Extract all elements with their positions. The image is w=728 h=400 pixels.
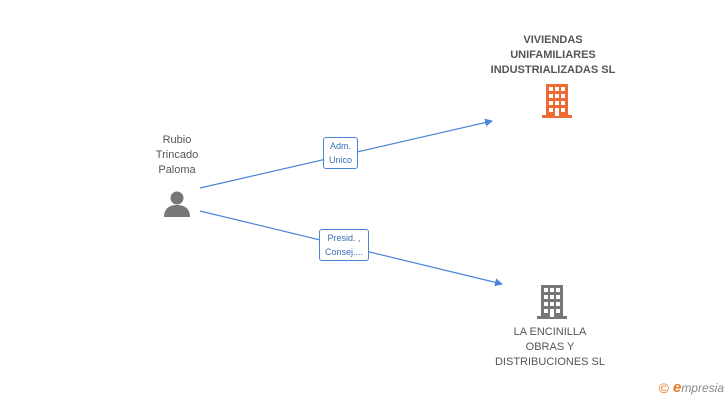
company-name-line: INDUSTRIALIZADAS SL xyxy=(490,64,616,76)
person-name-line: Rubio xyxy=(162,134,192,146)
person-name-line: Trincado xyxy=(155,149,199,161)
relation-label-presid-consej[interactable]: Presid. , Consej.... xyxy=(319,229,370,261)
person-name-line: Paloma xyxy=(158,164,196,176)
company-name-la-encinilla[interactable]: LA ENCINILLA OBRAS Y DISTRIBUCIONES SL xyxy=(495,325,605,370)
brand-name: mpresia xyxy=(681,380,724,395)
company-name-viviendas[interactable]: VIVIENDAS UNIFAMILIARES INDUSTRIALIZADAS… xyxy=(491,33,616,78)
company-name-line: VIVIENDAS xyxy=(523,34,583,46)
company-name-line: UNIFAMILIARES xyxy=(510,49,596,61)
relation-label-adm-unico[interactable]: Adm. Unico xyxy=(323,137,359,169)
copyright-icon: © xyxy=(658,379,669,396)
person-name[interactable]: Rubio Trincado Paloma xyxy=(156,133,198,178)
person-icon[interactable] xyxy=(163,189,191,217)
brand-initial: e xyxy=(672,379,682,396)
relation-label-line: Adm. xyxy=(330,141,352,151)
company-name-line: LA ENCINILLA xyxy=(513,326,587,338)
relation-label-line: Unico xyxy=(329,155,353,165)
relation-label-line: Presid. , xyxy=(327,233,361,243)
empresia-watermark: © e mpresia xyxy=(659,379,724,396)
relation-label-line: Consej.... xyxy=(325,247,364,257)
company-name-line: OBRAS Y xyxy=(525,341,575,353)
building-icon[interactable] xyxy=(536,285,568,319)
building-icon[interactable] xyxy=(541,84,573,118)
company-name-line: DISTRIBUCIONES SL xyxy=(494,356,606,368)
